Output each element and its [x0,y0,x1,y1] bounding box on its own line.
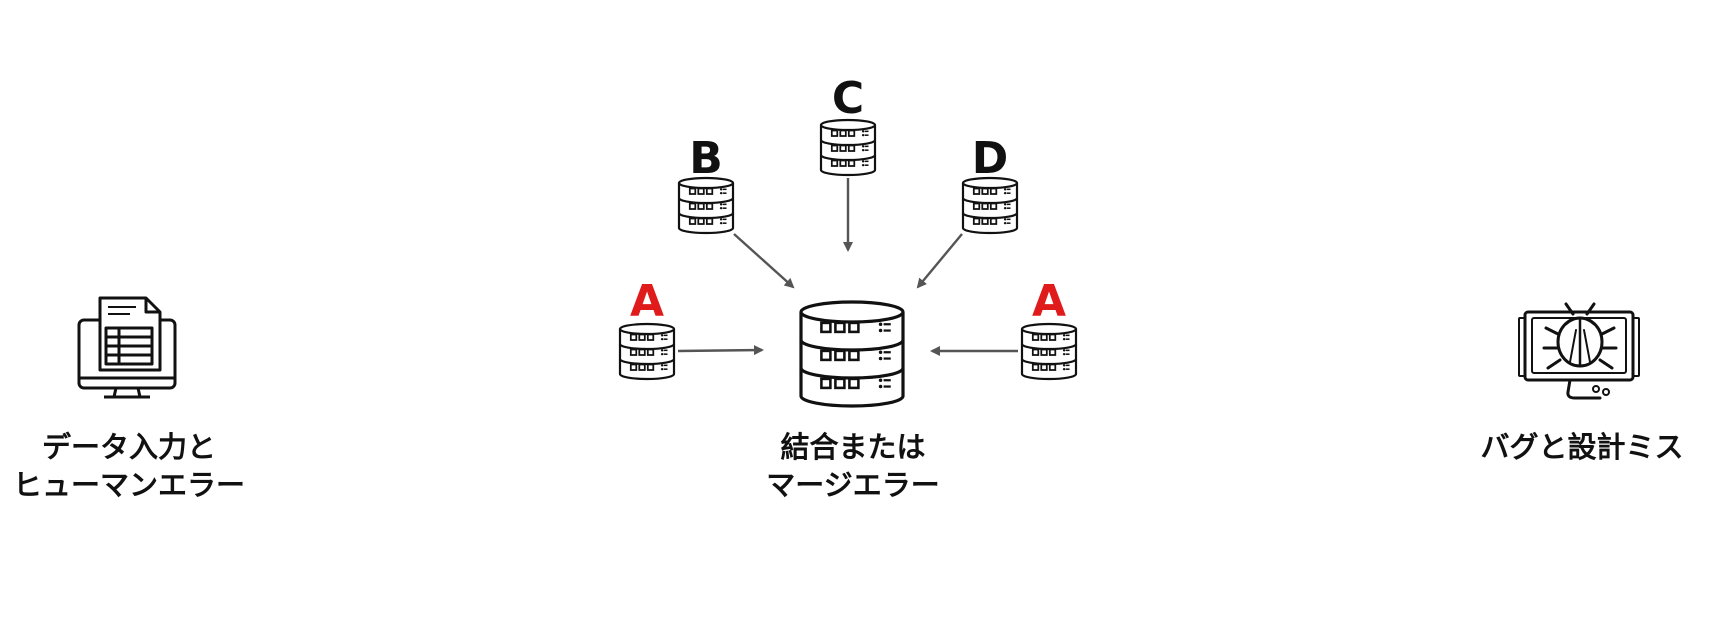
caption-line: 結合または [780,430,926,464]
caption-line: ヒューマンエラー [12,468,245,502]
database-icon [961,176,1019,235]
flow-arrow [733,233,795,289]
database-icon [819,118,877,177]
bug-monitor-icon [1518,302,1640,400]
database-icon [618,322,676,381]
source-label: A [1032,276,1066,327]
caption-merge-error: 結合または マージエラー [700,428,1006,504]
caption-bugs-design-mistakes: バグと設計ミス [1450,428,1714,466]
source-label: A [630,276,664,327]
flow-arrow [916,233,963,289]
spreadsheet-monitor-icon [77,296,177,399]
caption-line: データ入力と [41,430,216,464]
source-label: D [972,133,1009,184]
database-icon [1020,322,1078,381]
database-icon [799,300,905,408]
flow-arrow [677,345,764,356]
caption-line: マージエラー [766,468,940,502]
caption-data-entry-human-error: データ入力と ヒューマンエラー [0,428,258,504]
caption-line: バグと設計ミス [1480,430,1684,464]
source-label: B [689,133,723,184]
database-icon [677,176,735,235]
source-label: C [832,73,864,124]
